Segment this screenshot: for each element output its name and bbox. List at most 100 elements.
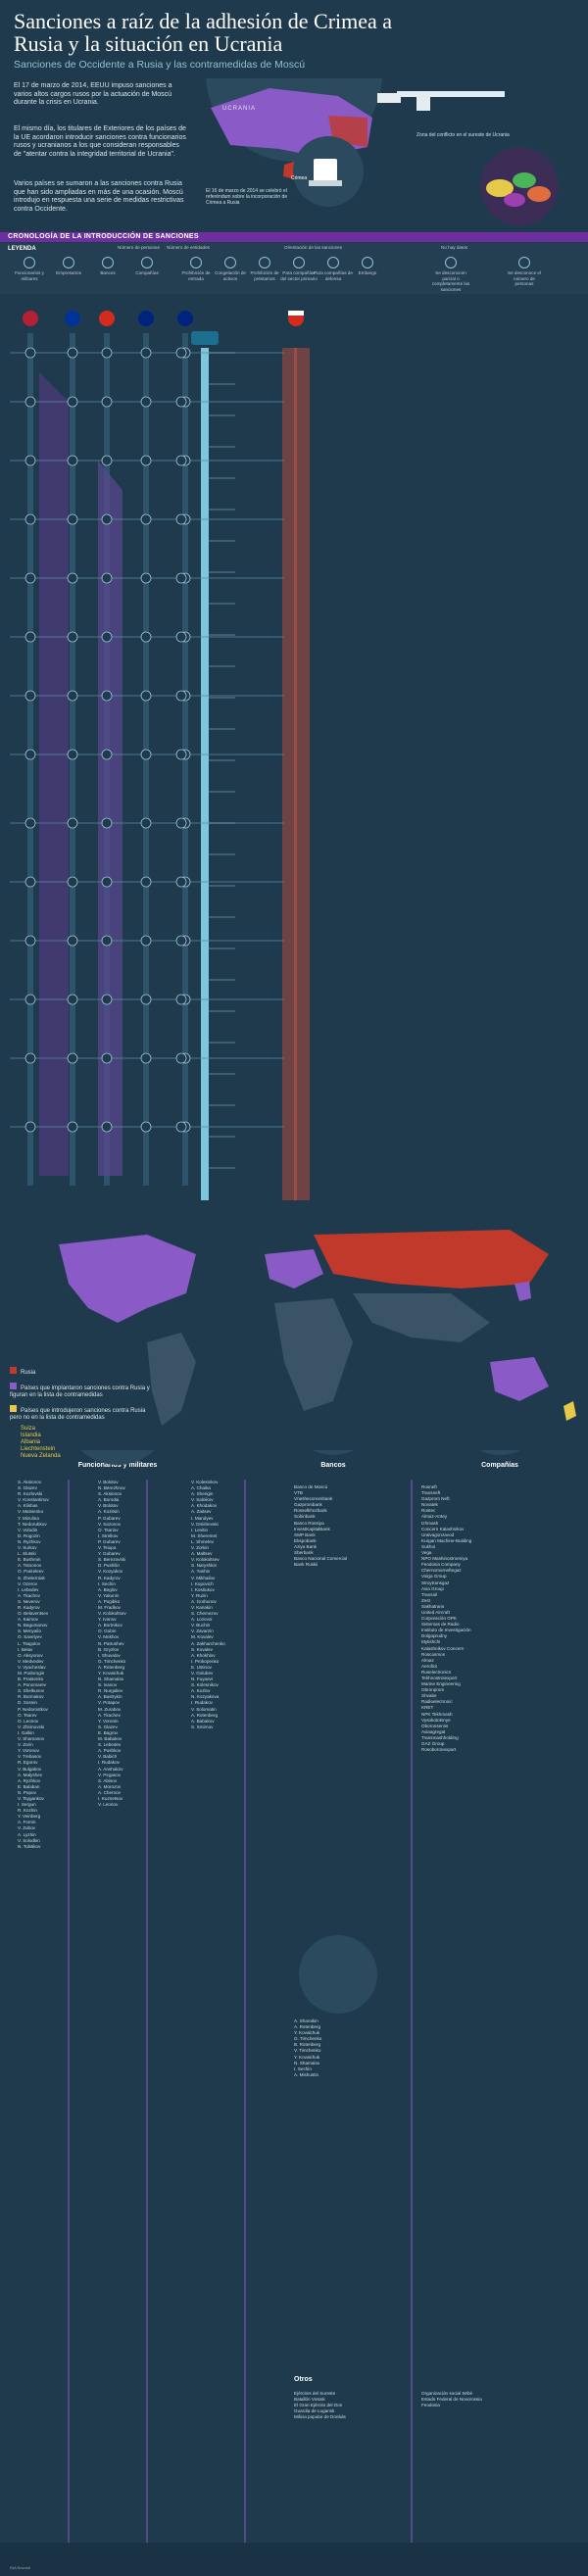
legend-icon-label: Compañías — [135, 270, 159, 275]
event-node — [175, 1121, 187, 1133]
event-node — [101, 1052, 113, 1064]
list-item: Banco Rossiya — [294, 1520, 324, 1526]
legend-icon-label: Para compañías del sector primario — [280, 270, 318, 281]
legend-icon — [224, 257, 236, 268]
list-item: S. Smirnov — [191, 1724, 214, 1729]
event-node — [101, 455, 113, 466]
list-item: NPO Mashinostroeniya — [421, 1556, 468, 1562]
list-item: N. Tolstikov — [18, 1843, 41, 1849]
list-item: S. Glazev — [18, 1485, 37, 1491]
list-item: A. Pogibko — [98, 1598, 121, 1604]
list-item: V. Zubov — [18, 1825, 35, 1831]
list-item: A. Klishas — [18, 1503, 38, 1509]
event-node — [140, 396, 152, 408]
legend-icon-label: Embargo — [358, 270, 377, 275]
list-item: I. Kopovich — [191, 1580, 214, 1586]
list-item: B. Pratsenko — [18, 1677, 44, 1682]
event-node — [24, 1121, 36, 1133]
list-item: A. Rotenberg — [98, 1664, 125, 1670]
event-node — [67, 935, 78, 947]
event-node — [24, 690, 36, 702]
list-item: S. Abisov — [98, 1777, 118, 1783]
list-item: S. Naryshkin — [191, 1563, 218, 1569]
list-item: A. Yashin — [191, 1569, 211, 1575]
legend-icon-item: Congelación de activos — [211, 257, 250, 281]
page-title: Sanciones a raíz de la adhesión de Crime… — [14, 9, 393, 56]
event-node — [101, 347, 113, 359]
list-item: A. Ponomarev — [18, 1682, 47, 1688]
list-item: A. Kozlov — [191, 1688, 211, 1694]
list-item: M. Babakov — [98, 1736, 122, 1742]
category-others: Otros — [294, 2376, 313, 2383]
legend-icon-item: Para compañías de defensa — [314, 257, 353, 281]
list-item: Aziya Bank — [294, 1543, 317, 1549]
country-flag-icon — [99, 311, 115, 326]
legend-icon — [293, 257, 305, 268]
legend-icon — [63, 257, 74, 268]
event-node — [24, 1052, 36, 1064]
legend-icon-item: Prohibición de entrada — [176, 257, 216, 281]
list-item: N. Kozyakova — [191, 1694, 220, 1700]
list-item: Stroytransgaz — [421, 1580, 450, 1585]
event-node — [175, 1052, 187, 1064]
list-item: Dolgoprudny — [421, 1633, 448, 1639]
list-item: A. Totoonov — [18, 1563, 42, 1569]
list-item: V. Dmitrievski — [191, 1521, 219, 1527]
list-item: I. Galkin — [18, 1729, 34, 1735]
list-item: V. Solomatin — [191, 1706, 217, 1712]
event-node — [24, 513, 36, 525]
list-item: Feodosia Company — [421, 1562, 461, 1568]
event-node — [67, 690, 78, 702]
event-node — [67, 749, 78, 760]
lists-decoration — [0, 1450, 588, 2576]
event-node — [67, 513, 78, 525]
list-item: A. Kozitsin — [98, 1509, 120, 1515]
event-node — [24, 572, 36, 584]
list-item: A. Sherigin — [191, 1491, 214, 1497]
event-node — [101, 690, 113, 702]
event-node — [24, 396, 36, 408]
list-item: A. Babakov — [191, 1718, 215, 1724]
legend-icon-item: Funcionarios y militares — [10, 257, 49, 281]
list-item: Gazprombank — [294, 1502, 322, 1508]
legend-icon-item: Empresarios — [49, 257, 88, 276]
list-item: A. Zaitsev — [191, 1509, 212, 1515]
list-item: A. Chaika — [191, 1485, 211, 1491]
event-node — [24, 817, 36, 829]
africa-shape — [274, 1298, 353, 1411]
list-item: S. Ivanov — [98, 1682, 118, 1688]
south-america-shape — [147, 1333, 196, 1426]
country-flag-icon — [23, 311, 38, 326]
list-item: Ruselectronics — [421, 1669, 452, 1675]
list-item: E. Ustinov — [191, 1664, 212, 1670]
list-item: Radioelectronic — [421, 1699, 453, 1705]
list-item: R. Egorov — [18, 1760, 38, 1766]
list-item: S. Menyailo — [18, 1628, 42, 1634]
list-item: V. Mikhailov — [191, 1575, 216, 1580]
list-item: V. Kariakin — [191, 1604, 213, 1610]
event-node — [101, 876, 113, 888]
list-item: Transmashholding — [421, 1734, 459, 1740]
crimea-map-panel: UCRANIA Crimea Zona del conflicto en el … — [201, 0, 578, 230]
event-node — [175, 396, 187, 408]
world-map — [0, 1215, 588, 1450]
list-item: V. Surkov — [18, 1545, 37, 1551]
event-node — [175, 572, 187, 584]
legend-icon — [445, 257, 457, 268]
list-item: A. Bastrykin — [98, 1694, 122, 1700]
event-node — [67, 455, 78, 466]
others-country: Albania — [21, 1439, 41, 1445]
event-node — [175, 817, 187, 829]
list-item: O. Aksyonov — [18, 1652, 43, 1658]
legend-icon — [259, 257, 270, 268]
list-item: Y. Gubarev — [98, 1551, 121, 1557]
sanctioned-lists: Funcionarios y militares Bancos Compañía… — [0, 1450, 588, 2576]
list-item: Instituto de Investigación — [421, 1628, 471, 1633]
list-item: A. Sharoikin — [294, 2018, 318, 2023]
list-item: V. Tsygankov — [18, 1795, 44, 1801]
list-item: G. Timchenko — [98, 1658, 126, 1664]
list-item: N. Bagumanov — [18, 1623, 48, 1628]
list-item: I. Levitin — [191, 1527, 209, 1532]
